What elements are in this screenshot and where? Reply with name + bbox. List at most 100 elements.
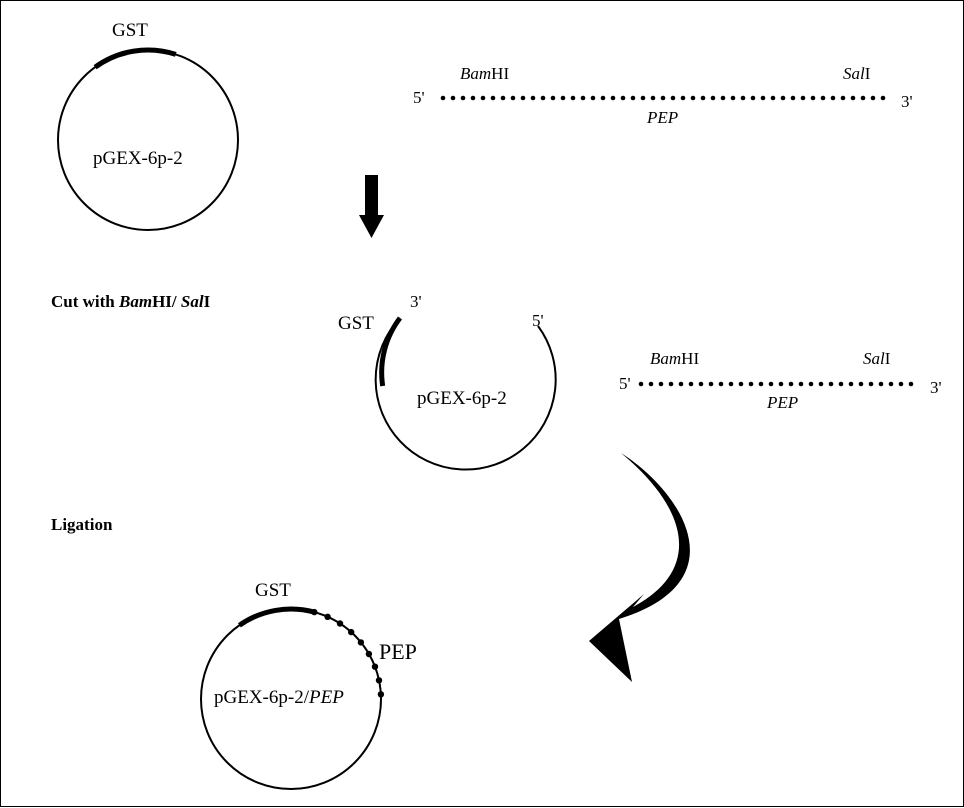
insert1-bamhi-site: BamHI <box>460 64 509 83</box>
insert-dot <box>678 381 684 387</box>
insert-dot <box>718 381 724 387</box>
insert-dot <box>510 95 516 101</box>
cut-step-label: Cut with BamHI/ SalI <box>51 292 211 311</box>
plasmid-label-cut: pGEX-6p-2 <box>417 388 507 409</box>
insert-dot <box>708 381 714 387</box>
insert-dot <box>560 95 566 101</box>
insert-dot <box>620 95 626 101</box>
insert1-dots <box>440 95 886 101</box>
insert-dot <box>838 381 844 387</box>
insert-dot <box>590 95 596 101</box>
insert-dot <box>878 381 884 387</box>
ligated-insert-dot <box>365 650 373 658</box>
plasmid-label-intact: pGEX-6p-2 <box>93 148 183 169</box>
insert-dot <box>868 381 874 387</box>
insert-dot <box>638 381 644 387</box>
insert-dot <box>530 95 536 101</box>
insert-dot <box>648 381 654 387</box>
ligated-insert-dot <box>377 691 385 698</box>
insert-dot <box>800 95 806 101</box>
insert-dot <box>700 95 706 101</box>
ligated-insert-dot <box>375 677 383 684</box>
insert-dot <box>778 381 784 387</box>
ligated-insert-dot <box>357 639 365 646</box>
ligated-insert-dot <box>348 628 355 636</box>
insert-dot <box>828 381 834 387</box>
insert-dot <box>898 381 904 387</box>
insert2-five-prime: 5' <box>619 374 631 393</box>
insert-dot <box>908 381 914 387</box>
insert-dot <box>808 381 814 387</box>
ligated-insert-dots <box>311 608 385 698</box>
insert-dot <box>550 95 556 101</box>
insert-dot <box>490 95 496 101</box>
insert-dot <box>728 381 734 387</box>
insert-dot <box>748 381 754 387</box>
insert-dot <box>798 381 804 387</box>
gst-label-ligated: GST <box>255 580 291 601</box>
insert-dot <box>500 95 506 101</box>
insert-dot <box>720 95 726 101</box>
insert-dot <box>850 95 856 101</box>
insert-dot <box>758 381 764 387</box>
insert-dot <box>690 95 696 101</box>
insert-dot <box>848 381 854 387</box>
ligated-insert-dot <box>311 608 318 616</box>
insert-dot <box>858 381 864 387</box>
plasmid-circle-intact <box>57 49 239 231</box>
insert-dot <box>860 95 866 101</box>
insert-dot <box>540 95 546 101</box>
insert1-sali-site: SalI <box>843 64 871 83</box>
insert-dot <box>440 95 446 101</box>
insert-dot <box>668 381 674 387</box>
insert2-bamhi-site: BamHI <box>650 349 699 368</box>
insert-dot <box>570 95 576 101</box>
insert-dot <box>840 95 846 101</box>
insert-dot <box>698 381 704 387</box>
plasmid-circle-cut <box>374 317 557 471</box>
vector-three-prime: 3' <box>410 292 422 311</box>
insert-dot <box>818 381 824 387</box>
insert-dot <box>640 95 646 101</box>
gst-label-intact: GST <box>112 20 148 41</box>
gst-segment-ligated <box>237 606 315 628</box>
insert-dot <box>810 95 816 101</box>
insert1-gene-label: PEP <box>646 108 678 127</box>
insert-dot <box>770 95 776 101</box>
insert-dot <box>740 95 746 101</box>
gst-segment-intact <box>93 47 177 70</box>
insert-dot <box>680 95 686 101</box>
down-arrow <box>359 175 384 238</box>
insert2-dots <box>638 381 914 387</box>
insert-dot <box>738 381 744 387</box>
ligated-insert-dot <box>371 663 379 670</box>
insert-dot <box>888 381 894 387</box>
insert-dot <box>688 381 694 387</box>
insert-dot <box>610 95 616 101</box>
insert-dot <box>830 95 836 101</box>
insert-dot <box>480 95 486 101</box>
curved-arrow <box>589 453 690 682</box>
insert-dot <box>470 95 476 101</box>
insert-label-ligated: PEP <box>379 639 417 664</box>
vector-five-prime: 5' <box>532 311 544 330</box>
plasmid-label-ligated: pGEX-6p-2/PEP <box>214 687 344 708</box>
insert-dot <box>880 95 886 101</box>
insert-dot <box>660 95 666 101</box>
insert2-gene-label: PEP <box>766 393 798 412</box>
insert-dot <box>750 95 756 101</box>
insert-dot <box>580 95 586 101</box>
ligation-step-label: Ligation <box>51 515 113 534</box>
insert1-five-prime: 5' <box>413 88 425 107</box>
insert-dot <box>670 95 676 101</box>
insert2-sali-site: SalI <box>863 349 891 368</box>
ligated-insert-dot <box>336 620 344 627</box>
insert-dot <box>780 95 786 101</box>
insert-dot <box>788 381 794 387</box>
insert-dot <box>760 95 766 101</box>
insert-dot <box>460 95 466 101</box>
insert2-three-prime: 3' <box>930 378 942 397</box>
insert-dot <box>870 95 876 101</box>
